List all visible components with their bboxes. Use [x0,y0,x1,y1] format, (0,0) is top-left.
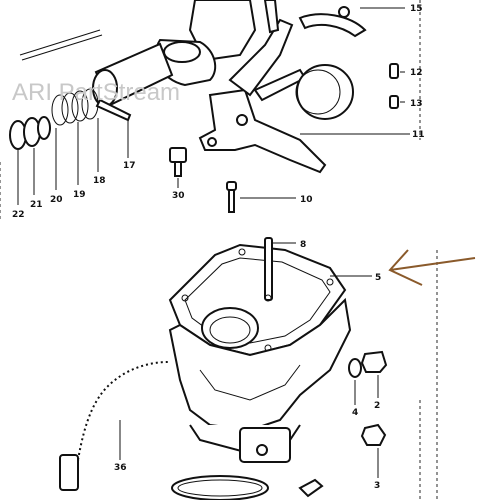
spring [51,88,99,126]
callout-3: 3 [374,481,380,491]
callout-13: 13 [410,99,423,109]
callout-8: 8 [300,240,306,250]
watermark-text: ARI PartStream [12,79,180,106]
callout-11: 11 [412,130,425,140]
callout-22: 22 [12,210,25,220]
callout-30: 30 [172,191,185,201]
shaft-rod [19,29,103,61]
callout-4: 4 [352,408,358,418]
drain-screw-2 [360,350,388,373]
callout-20: 20 [50,195,63,205]
upper-assembly [0,0,421,220]
carburetor-top-body [92,0,257,122]
nut-3 [360,423,387,446]
washer-4 [348,358,362,378]
callout-36: 36 [114,463,127,473]
clip [298,478,324,498]
fuel-hose-36 [59,359,169,491]
needle-pin-8 [264,237,273,302]
callout-18: 18 [93,176,106,186]
bolt-30 [169,147,187,177]
choke-cap [295,64,354,120]
callout-12: 12 [410,68,423,78]
callout-17: 17 [123,161,136,171]
top-bracket [298,6,367,38]
callout-5: 5 [375,273,381,283]
annotation-arrow [388,249,476,286]
throttle-lever [198,88,327,174]
callout-2: 2 [374,401,380,411]
screw-10 [226,181,237,213]
lower-leader-lines [119,242,438,500]
callout-15: 15 [410,4,423,14]
washers [9,116,51,150]
callout-labels: 15 12 13 11 10 22 21 20 19 18 17 30 8 5 … [12,4,425,491]
o-ring [171,475,269,500]
callout-21: 21 [30,200,43,210]
upper-leader-lines [0,0,421,220]
callout-19: 19 [73,190,86,200]
lower-assembly [59,237,476,500]
callout-10: 10 [300,195,313,205]
small-screws-right [389,63,399,109]
float-bowl-body [168,297,352,463]
